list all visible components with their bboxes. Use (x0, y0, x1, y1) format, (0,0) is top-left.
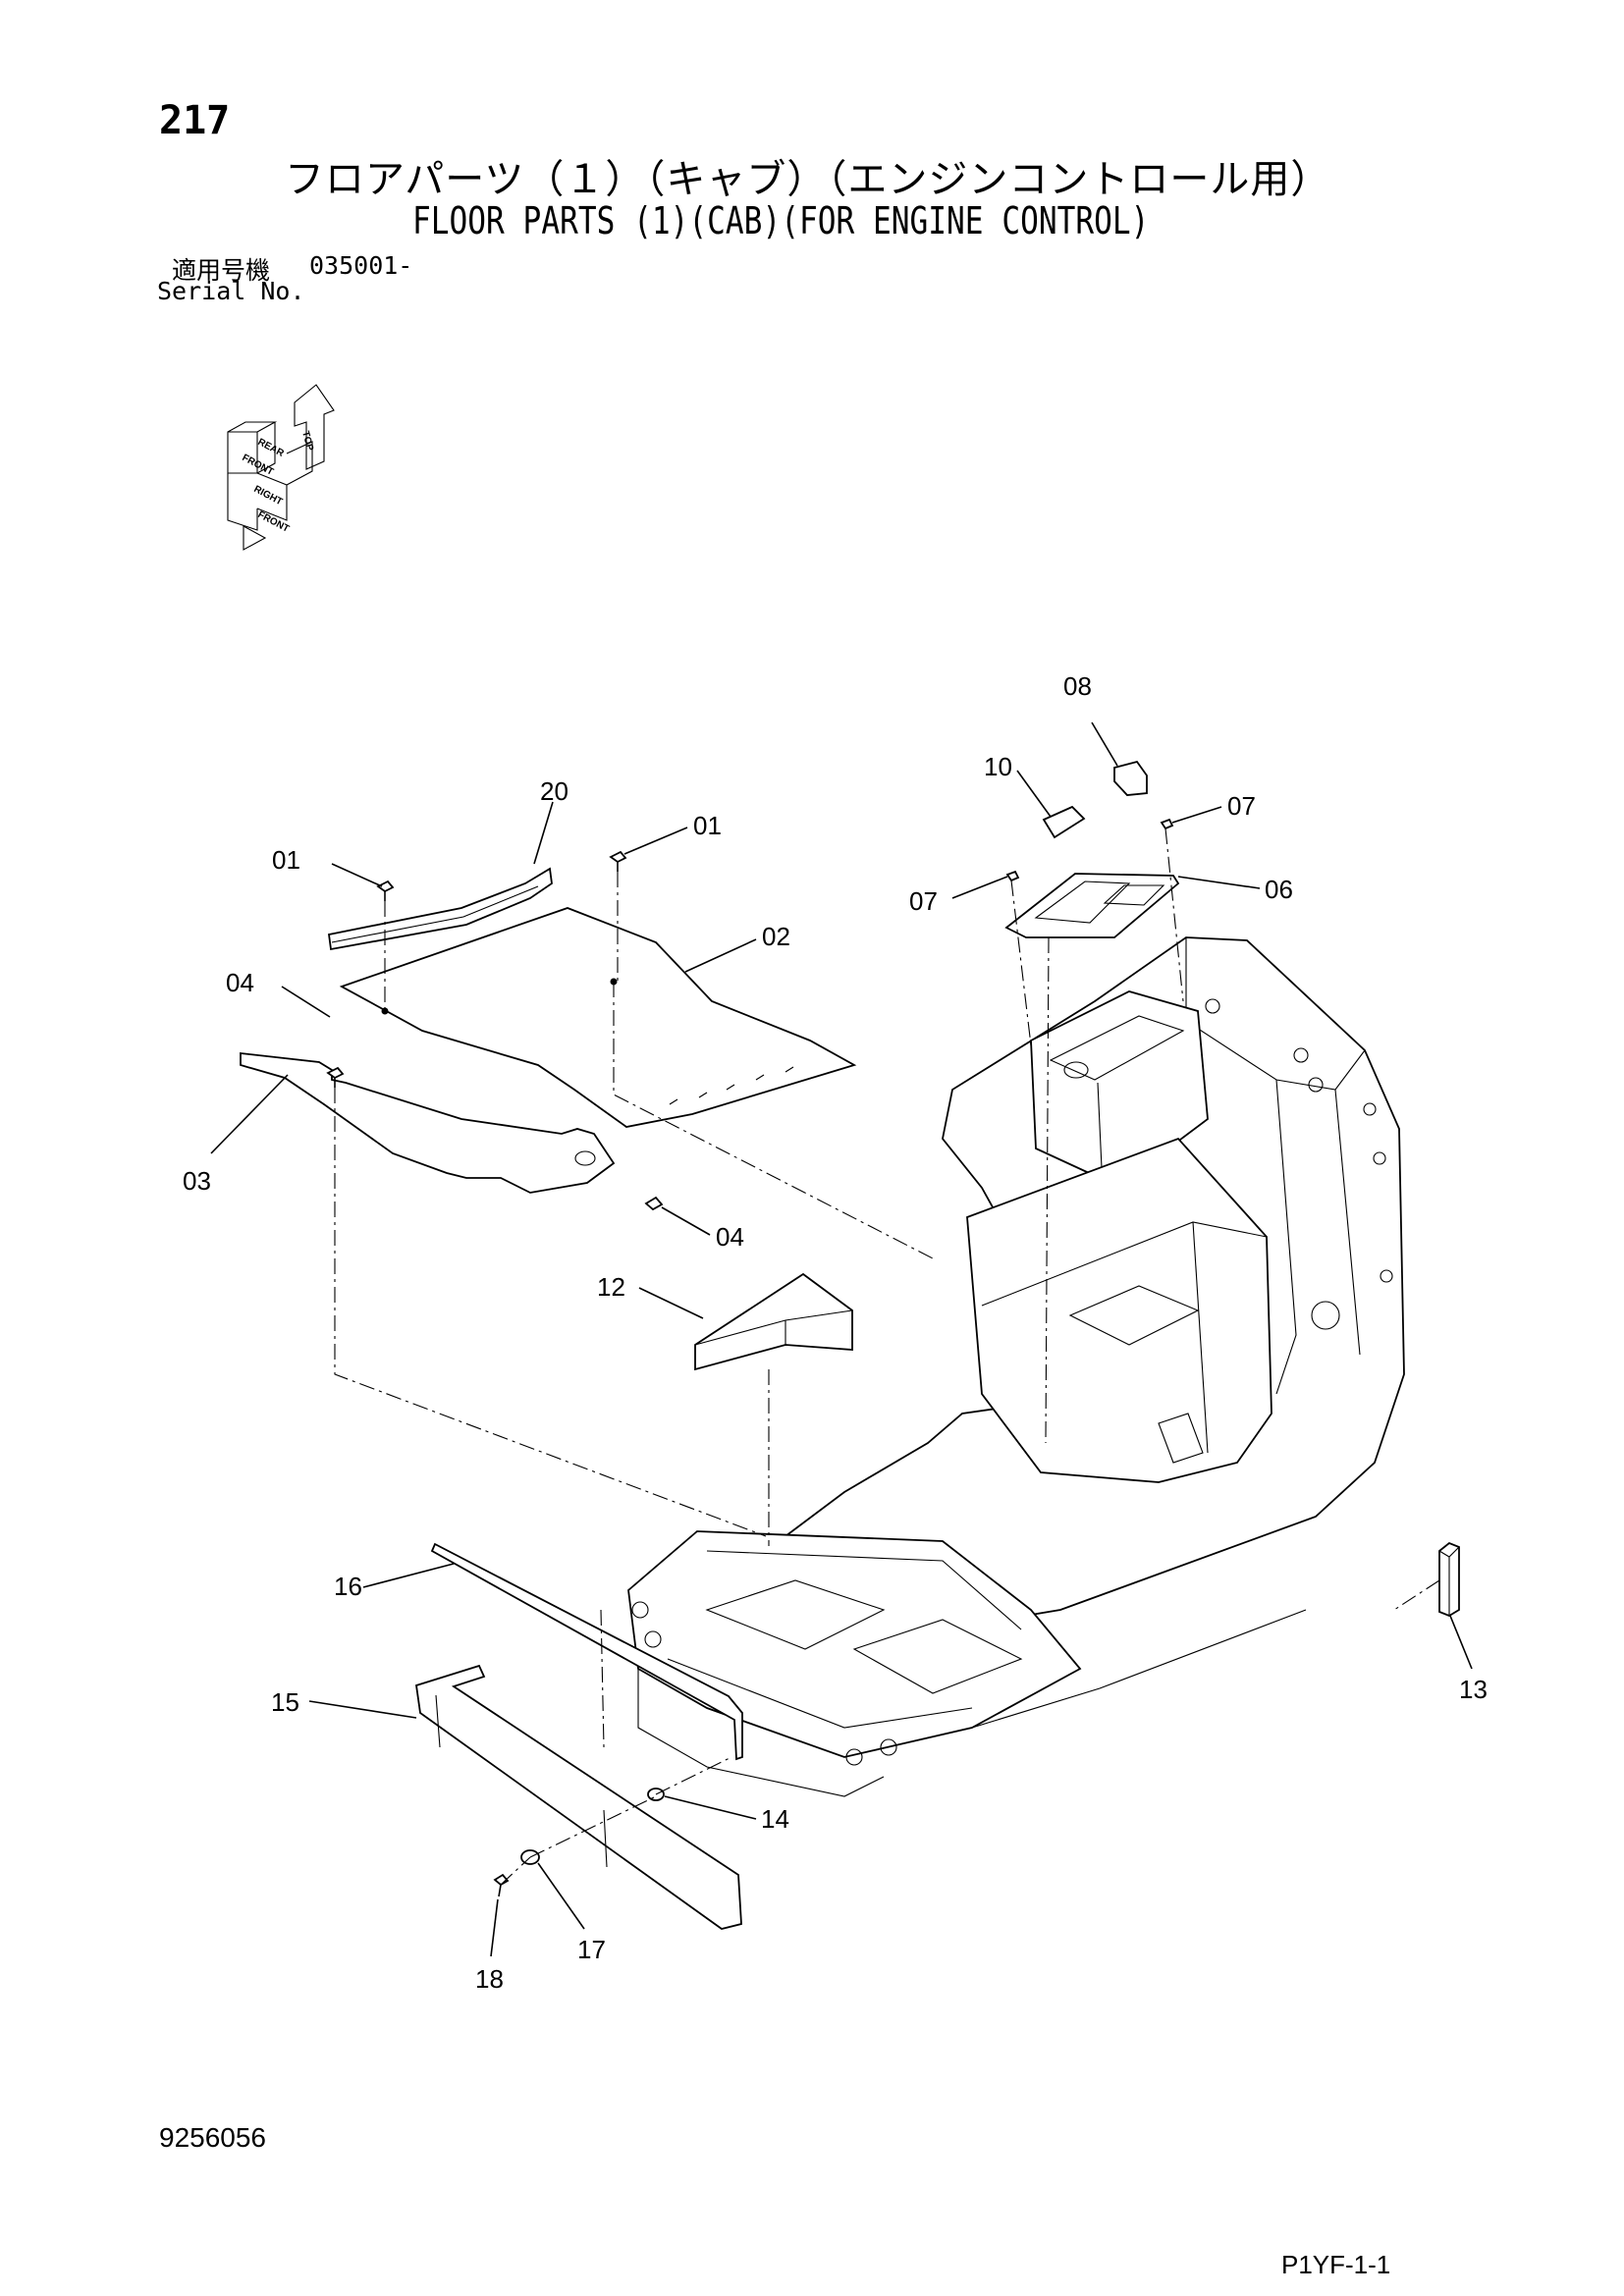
document-code: 9256056 (159, 2122, 267, 2153)
callout-18: 18 (475, 1964, 504, 1994)
sheet-code: P1YF-1-1 (1281, 2250, 1391, 2279)
callout-14: 14 (761, 1804, 789, 1834)
callout-02: 02 (762, 922, 790, 951)
callout-04-right: 04 (716, 1222, 744, 1252)
callout-07-right: 07 (1227, 791, 1256, 821)
callout-06: 06 (1265, 875, 1293, 904)
leader-lines (210, 721, 1473, 1957)
title-japanese: フロアパーツ（１）（キャブ）（エンジンコントロール用） (285, 157, 1331, 202)
wedge-block-12 (694, 1272, 853, 1371)
callout-13: 13 (1459, 1675, 1488, 1704)
serial-number-value: 035001- (309, 251, 413, 280)
callout-labels: 01 01 02 03 04 04 06 07 07 08 10 12 13 1… (183, 671, 1488, 1994)
callout-20: 20 (540, 776, 568, 806)
pad-13 (1438, 1541, 1460, 1618)
side-cover-15 (415, 1664, 742, 1930)
callout-16: 16 (334, 1572, 362, 1601)
callout-17: 17 (577, 1935, 606, 1964)
title-english: FLOOR PARTS (1)(CAB)(FOR ENGINE CONTROL) (412, 199, 1150, 242)
callout-03: 03 (183, 1166, 211, 1196)
assembly-lines (334, 828, 1440, 1886)
seal-strip-16 (430, 1542, 743, 1761)
serial-label-english: Serial No. (157, 277, 305, 305)
orientation-indicator: FRONT RIGHT TOP REAR FRONT (227, 384, 335, 551)
orientation-label-top: TOP (299, 430, 315, 453)
callout-04-left: 04 (226, 968, 254, 997)
cap-10 (1042, 805, 1086, 839)
orientation-label-rear: REAR (256, 437, 287, 459)
callout-08: 08 (1063, 671, 1092, 701)
floor-mat-02 (339, 907, 857, 1128)
callout-10: 10 (984, 752, 1012, 781)
callout-15: 15 (271, 1687, 299, 1717)
callout-01-left: 01 (272, 845, 300, 875)
callout-01-right: 01 (693, 811, 722, 840)
switch-08 (1113, 760, 1148, 796)
serial-label-japanese: 適用号機 (172, 256, 271, 285)
edge-strip-20 (327, 867, 553, 951)
callout-07-left: 07 (909, 886, 938, 916)
orientation-label-right: RIGHT (252, 484, 285, 507)
callout-12: 12 (597, 1272, 625, 1302)
console-cover-06 (1004, 873, 1180, 938)
orientation-label-front-lower: FRONT (256, 509, 292, 535)
page-number: 217 (159, 98, 231, 143)
floor-frame-assembly (627, 936, 1405, 1797)
